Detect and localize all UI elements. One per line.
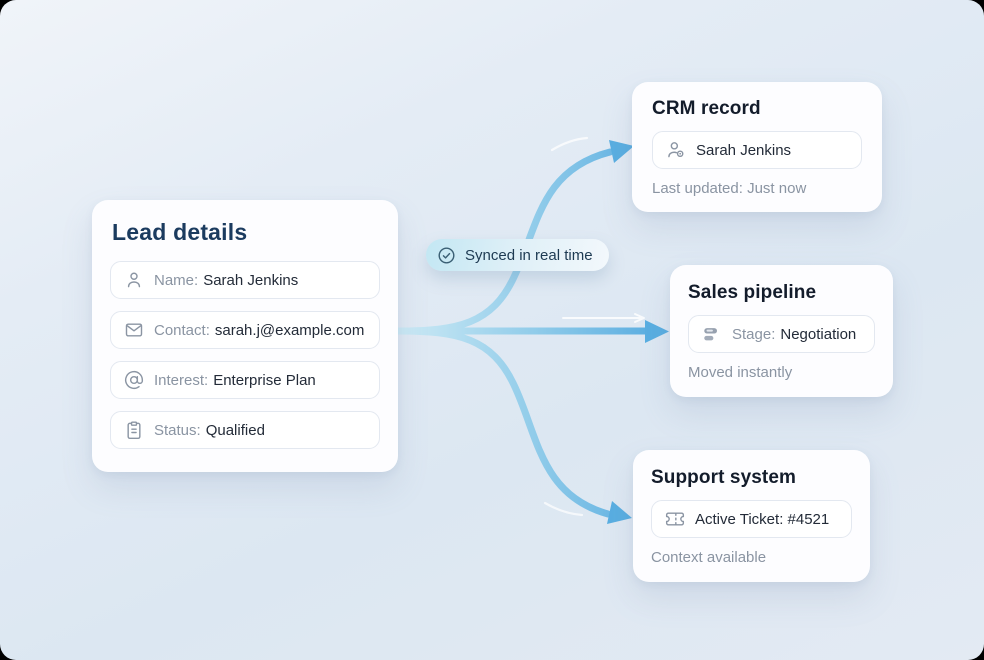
synced-badge: Synced in real time	[426, 239, 609, 271]
field-value: Sarah Jenkins	[203, 271, 299, 289]
arrowhead-support	[607, 501, 632, 524]
at-sign-icon	[124, 371, 144, 390]
support-system-card: Support system Active Ticket: #4521 Cont…	[633, 450, 870, 582]
arrowhead-crm	[609, 140, 634, 163]
sales-pipeline-card: Sales pipeline Stage: Negotiation Moved …	[670, 265, 893, 397]
lead-name-text: Name: Sarah Jenkins	[154, 272, 298, 289]
support-ticket-text: Active Ticket: #4521	[695, 511, 829, 528]
lead-interest-field: Interest: Enterprise Plan	[110, 361, 380, 399]
pipeline-stages-icon	[704, 328, 717, 341]
crm-record-card: CRM record Sarah Jenkins Last updated: J…	[632, 82, 882, 212]
field-label: Name:	[154, 271, 199, 289]
crm-contact-text: Sarah Jenkins	[696, 142, 791, 159]
lead-contact-text: Contact: sarah.j@example.com	[154, 322, 364, 339]
envelope-icon	[125, 323, 143, 337]
arrow-glint-middle	[562, 313, 645, 323]
crm-caption: Last updated: Just now	[652, 180, 807, 197]
sales-stage-field: Stage: Negotiation	[688, 315, 875, 353]
field-label: Contact:	[154, 321, 210, 339]
sales-stage-text: Stage: Negotiation	[732, 326, 856, 343]
sales-caption: Moved instantly	[688, 364, 793, 381]
field-value: Active Ticket: #4521	[695, 510, 830, 528]
support-card-title: Support system	[651, 467, 796, 488]
lead-status-text: Status: Qualified	[154, 422, 265, 439]
lead-name-field: Name: Sarah Jenkins	[110, 261, 380, 299]
person-gear-icon	[668, 142, 684, 158]
support-caption: Context available	[651, 549, 767, 566]
lead-interest-text: Interest: Enterprise Plan	[154, 372, 316, 389]
lead-status-field: Status: Qualified	[110, 411, 380, 449]
arrow-to-support	[394, 327, 612, 518]
field-label: Interest:	[154, 371, 209, 389]
person-icon	[127, 272, 141, 288]
crm-card-title: CRM record	[652, 98, 761, 119]
field-value: Qualified	[205, 421, 265, 439]
arrowhead-sales	[645, 320, 669, 343]
synced-badge-label: Synced in real time	[465, 246, 593, 264]
field-value: Negotiation	[780, 325, 857, 343]
crm-contact-field: Sarah Jenkins	[652, 131, 862, 169]
check-circle-icon	[438, 247, 455, 263]
arrow-glint-top	[550, 136, 589, 152]
field-value: Sarah Jenkins	[696, 141, 792, 159]
lead-details-card: Lead details Name: Sarah Jenkins Contact…	[92, 200, 398, 472]
field-value: Enterprise Plan	[213, 371, 316, 389]
clipboard-icon	[127, 421, 141, 440]
ticket-icon	[665, 512, 685, 526]
support-ticket-field: Active Ticket: #4521	[651, 500, 852, 538]
arrow-glint-bottom	[543, 501, 584, 517]
field-label: Status:	[154, 421, 201, 439]
sales-card-title: Sales pipeline	[688, 282, 817, 303]
field-label: Stage:	[732, 325, 776, 343]
lead-card-title: Lead details	[112, 219, 248, 245]
field-value: sarah.j@example.com	[214, 321, 365, 339]
lead-contact-field: Contact: sarah.j@example.com	[110, 311, 380, 349]
